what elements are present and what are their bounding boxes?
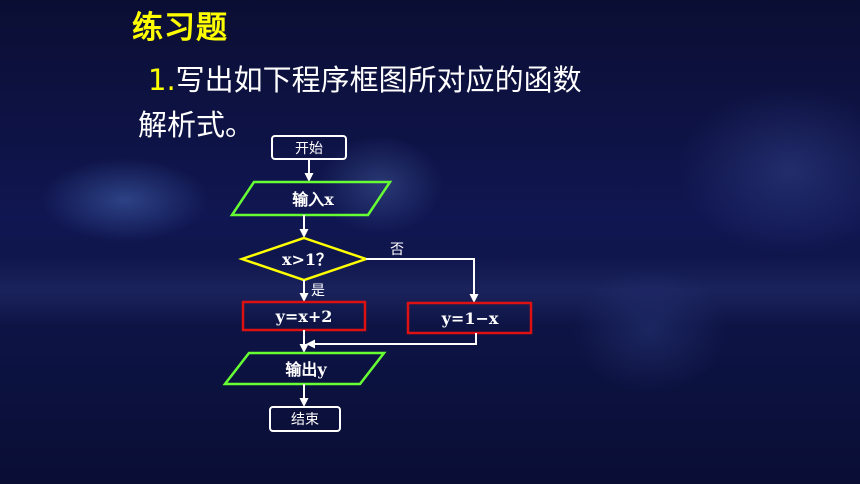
decision-node-label: x>1？	[282, 250, 332, 269]
yes-label: 是	[311, 283, 325, 299]
input-node-label: 输入x	[292, 190, 334, 209]
problem-text-2: 解析式。	[138, 108, 255, 142]
slide-title: 练习题	[132, 10, 228, 46]
no-label: 否	[390, 242, 404, 258]
problem-line-1: 1.写出如下程序框图所对应的函数	[138, 58, 718, 103]
input-node: 输入x	[229, 180, 393, 217]
arrow-no-branch	[366, 258, 479, 303]
process-yes-node: y=x+2	[241, 300, 367, 332]
end-node-label: 结束	[291, 412, 319, 428]
background-band	[0, 255, 860, 325]
problem-text-1: 写出如下程序框图所对应的函数	[175, 63, 582, 97]
process-yes-label: y=x+2	[275, 307, 333, 326]
arrow-merge-no	[306, 333, 477, 349]
decision-node: x>1？	[238, 236, 370, 282]
problem-number: 1.	[148, 63, 176, 97]
process-no-label: y=1−x	[441, 309, 499, 328]
output-node: 输出y	[222, 351, 387, 386]
problem-statement: 1.写出如下程序框图所对应的函数 解析式。	[138, 58, 718, 148]
process-no-node: y=1−x	[406, 301, 533, 335]
start-node: 开始	[271, 135, 347, 160]
end-node: 结束	[269, 406, 341, 432]
output-node-label: 输出y	[285, 360, 327, 379]
start-node-label: 开始	[295, 141, 323, 157]
